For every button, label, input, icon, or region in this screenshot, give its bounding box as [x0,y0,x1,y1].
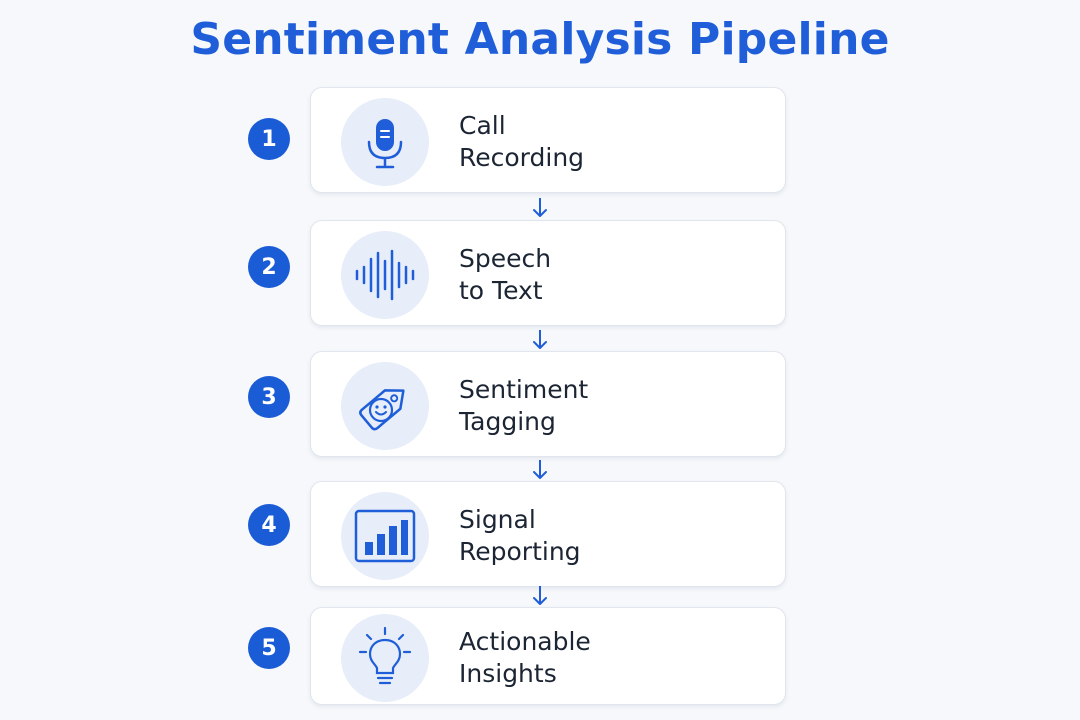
pipeline-step-5: 5 Actionable Insights [0,607,1080,715]
step-label-line-2: to Text [459,276,543,305]
sound-wave-icon [341,231,429,319]
step-label-line-1: Speech [459,244,552,273]
arrow-down-icon [533,330,547,349]
pipeline-step-1: 1 Call Recording [0,87,1080,195]
step-label-line-2: Insights [459,659,557,688]
arrow-down-icon [533,460,547,479]
step-label: Speech to Text [459,243,759,307]
step-card: Speech to Text [310,220,786,326]
step-label-line-1: Signal [459,505,536,534]
step-label: Sentiment Tagging [459,374,759,438]
step-number-badge: 2 [248,246,290,288]
step-label-line-1: Sentiment [459,375,589,404]
microphone-icon [341,98,429,186]
pipeline-step-4: 4 Signal Reporting [0,481,1080,589]
bar-chart-icon [341,492,429,580]
step-label-line-2: Tagging [459,407,556,436]
lightbulb-icon [341,614,429,702]
step-label: Actionable Insights [459,626,759,690]
step-card: Call Recording [310,87,786,193]
step-card: Actionable Insights [310,607,786,705]
diagram-title: Sentiment Analysis Pipeline [190,14,890,65]
smiley-tag-icon [341,362,429,450]
step-label-line-2: Recording [459,143,585,172]
step-label-line-2: Reporting [459,537,581,566]
step-number-badge: 5 [248,627,290,669]
step-card: Signal Reporting [310,481,786,587]
step-label: Call Recording [459,110,759,174]
step-label-line-1: Call [459,111,506,140]
step-number-badge: 1 [248,118,290,160]
step-card: Sentiment Tagging [310,351,786,457]
step-number-badge: 4 [248,504,290,546]
step-label: Signal Reporting [459,504,759,568]
pipeline-step-2: 2 Speech to Text [0,220,1080,328]
step-number-badge: 3 [248,376,290,418]
pipeline-step-3: 3 Sentiment Tagging [0,351,1080,459]
arrow-down-icon [533,198,547,217]
step-label-line-1: Actionable [459,627,591,656]
arrow-down-icon [533,586,547,605]
